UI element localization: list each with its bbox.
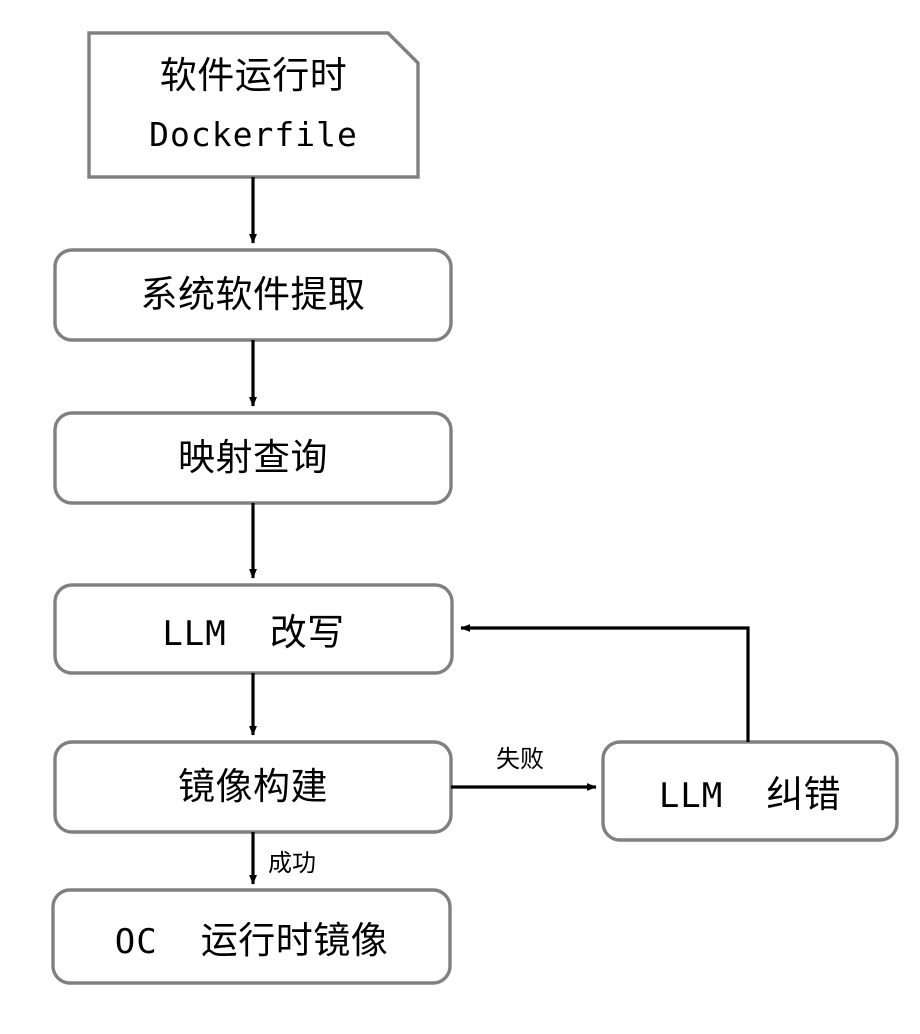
node-system-software-extraction-shape [53, 248, 453, 342]
node-mapping-query-shape [53, 411, 453, 505]
node-image-build-shape [53, 740, 453, 834]
node-llm-fix-shape [601, 740, 899, 842]
node-oc-runtime-image-shape [51, 888, 452, 985]
node-source-dockerfile-shape [87, 31, 420, 179]
node-llm-rewrite-shape [53, 583, 454, 675]
edge-fix-to-rewrite-feedback [460, 624, 750, 742]
